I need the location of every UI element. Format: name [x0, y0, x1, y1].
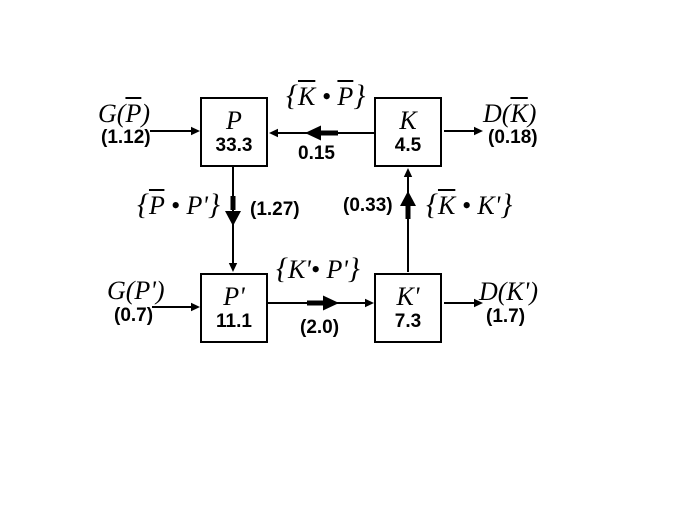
arrowhead-bold	[400, 191, 416, 206]
flow-label-pbar-to-pprime: {P • P'}	[137, 188, 220, 221]
outflow-arrow-kprime-to-dkprime	[444, 298, 483, 308]
label-segment: D(	[483, 99, 511, 128]
source-label-g-pbar: G(P)	[98, 99, 150, 128]
flow-bar-bold	[405, 206, 411, 219]
flow-rate-pprime-to-kprime: (2.0)	[300, 317, 340, 338]
label-segment: G(	[98, 99, 126, 128]
stock-value-kprime: 7.3	[394, 311, 422, 333]
arrowhead-thin	[269, 128, 278, 138]
sink-label-d-kbar: D(K)	[483, 99, 536, 128]
flow-label-pprime-to-kprime: {K'• P'}	[276, 252, 360, 285]
stock-box-pprime: P' 11.1	[200, 273, 268, 343]
arrowhead-thin	[191, 126, 200, 136]
arrowhead-thin	[228, 263, 238, 272]
flow-bar-bold	[230, 196, 236, 210]
sink-rate-d-kprime: (1.7)	[486, 306, 526, 327]
label-segment: • K'	[455, 191, 501, 220]
flow-bar-bold	[321, 130, 338, 136]
stock-box-pbar: P 33.3	[200, 97, 268, 167]
sink-label-d-kprime: D(K')	[479, 277, 538, 306]
stock-value-pbar: 33.3	[215, 135, 253, 157]
inflow-arrow-g-pprime	[152, 302, 200, 312]
arrowhead-bold	[305, 125, 321, 141]
arrowhead-bold	[225, 211, 241, 226]
arrowhead-thin	[365, 298, 374, 308]
label-segment: •	[315, 82, 338, 111]
source-rate-g-pbar: (1.12)	[101, 127, 151, 148]
label-segment: }	[353, 79, 366, 112]
flow-arrow-pbar-to-pprime	[225, 167, 241, 272]
source-rate-g-pprime: (0.7)	[114, 305, 154, 326]
label-segment: )	[141, 99, 150, 128]
label-segment: • P'	[164, 191, 208, 220]
label-segment: K	[510, 99, 528, 128]
flow-arrow-pprime-to-kprime	[268, 295, 374, 311]
label-segment: P	[337, 82, 354, 111]
stock-letter-kprime: K'	[397, 283, 420, 310]
stock-box-kprime: K' 7.3	[374, 273, 442, 343]
stock-box-kbar: K 4.5	[374, 97, 442, 167]
source-label-g-pprime: G(P')	[107, 276, 165, 305]
label-segment: {	[286, 79, 298, 112]
label-segment: }	[500, 188, 513, 221]
flow-rate-kbar-to-pbar: 0.15	[298, 143, 335, 164]
stock-letter-kbar: K	[399, 107, 416, 134]
label-segment: P'	[223, 281, 245, 311]
label-segment: {	[137, 188, 149, 221]
label-segment: D(K')	[479, 277, 538, 306]
label-segment: K	[399, 105, 417, 135]
arrowhead-thin	[474, 298, 483, 308]
outflow-arrow-kbar-to-dkbar	[444, 126, 483, 136]
arrowhead-thin	[403, 168, 413, 177]
label-segment: }	[347, 252, 360, 285]
stock-value-pprime: 11.1	[216, 311, 252, 333]
flow-rate-pbar-to-pprime: (1.27)	[250, 199, 300, 220]
label-segment: G(P')	[107, 276, 165, 305]
flow-label-kbar-to-pbar: {K • P}	[286, 79, 365, 112]
label-segment: K'	[396, 281, 420, 311]
inflow-arrow-g-pbar	[150, 126, 200, 136]
label-segment: K'• P'	[287, 255, 348, 284]
label-segment: K	[437, 191, 456, 220]
flow-arrow-kprime-to-kbar	[400, 168, 416, 272]
flow-label-kprime-to-kbar: {K • K'}	[426, 188, 512, 221]
flow-arrow-kbar-to-pbar	[269, 125, 374, 141]
label-segment: {	[276, 252, 288, 285]
label-segment: {	[426, 188, 438, 221]
arrowhead-bold	[323, 295, 339, 311]
sink-rate-d-kbar: (0.18)	[488, 127, 538, 148]
stock-value-kbar: 4.5	[394, 135, 422, 157]
stock-letter-pbar: P	[226, 107, 242, 134]
label-segment: P	[148, 191, 165, 220]
label-segment: P	[226, 105, 242, 135]
arrowhead-thin	[191, 302, 200, 312]
arrowhead-thin	[474, 126, 483, 136]
label-segment: }	[207, 188, 220, 221]
label-segment: K	[297, 82, 316, 111]
flow-bar-bold	[307, 300, 323, 306]
label-segment: P	[125, 99, 142, 128]
label-segment: )	[527, 99, 537, 128]
stock-letter-pprime: P'	[223, 283, 244, 310]
flow-rate-kprime-to-kbar: (0.33)	[343, 195, 393, 216]
